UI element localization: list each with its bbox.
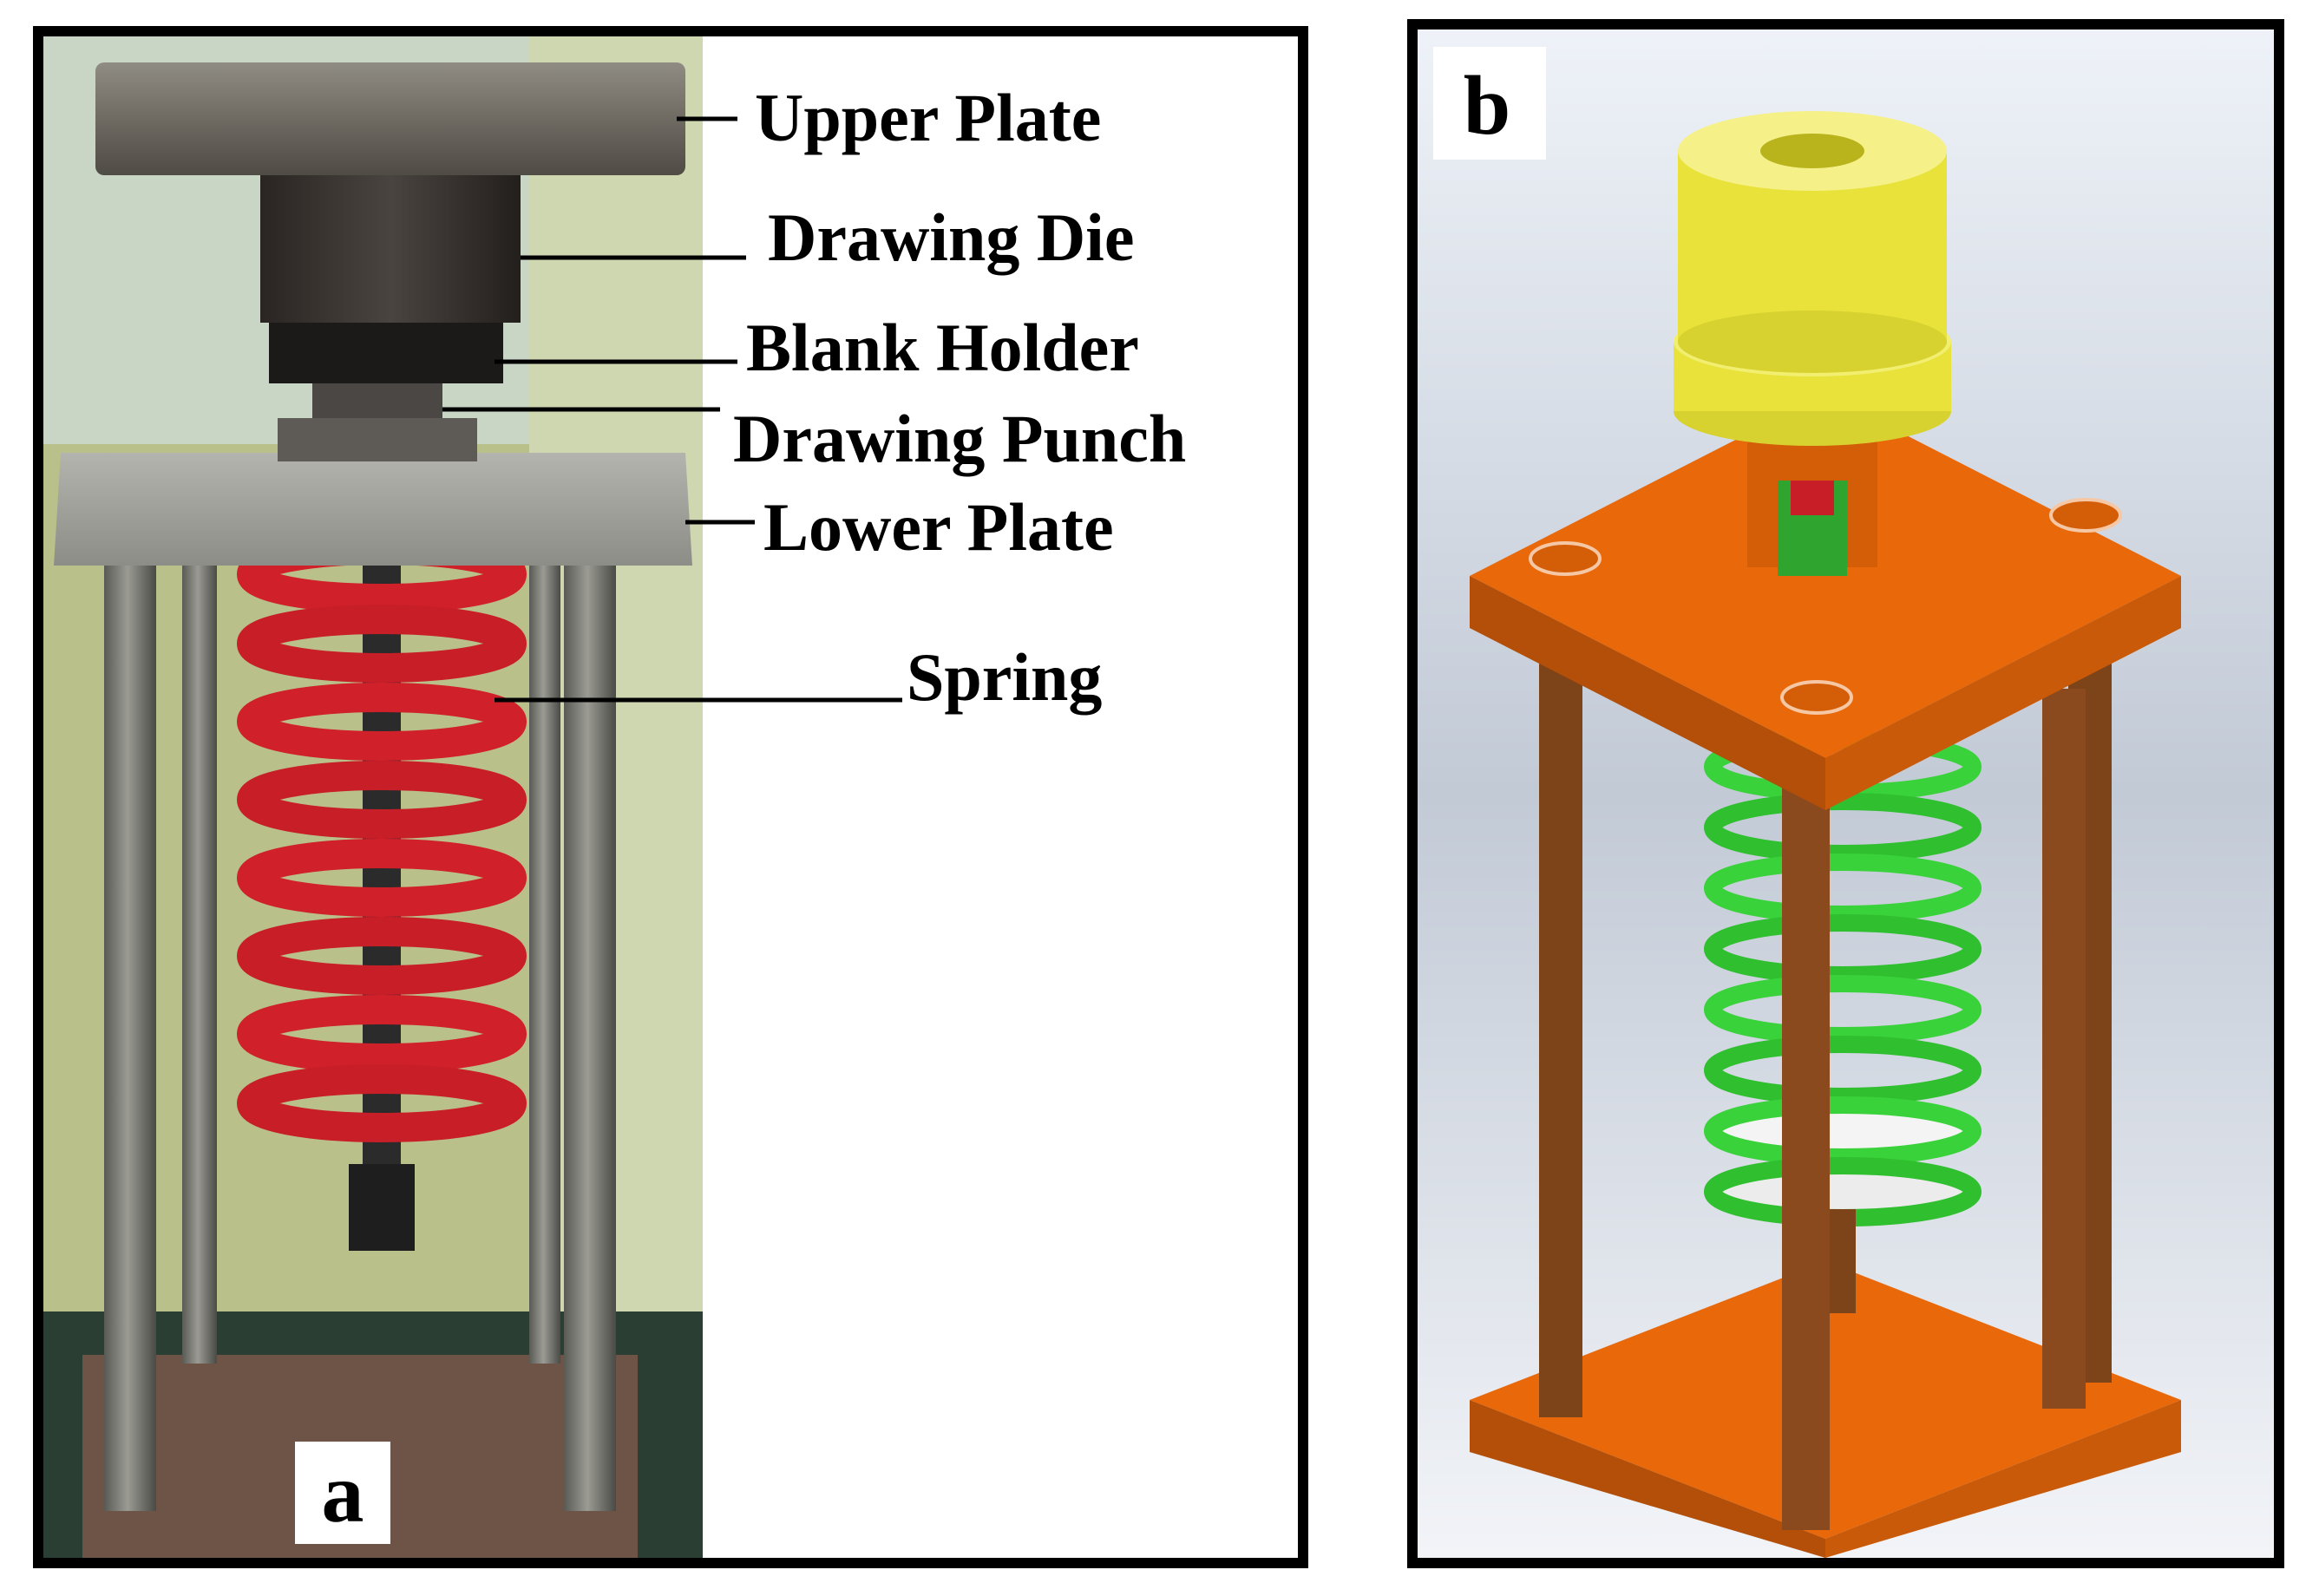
photo-lower-plate [54, 453, 692, 566]
cad-bottom-plate-side [1470, 1400, 1825, 1558]
panel-a-photo: Upper Plate Drawing Die Blank Holder Dra… [33, 26, 1308, 1568]
label-lower-plate: Lower Plate [763, 489, 1114, 565]
leader-lines [442, 116, 902, 703]
panel-b-cad: b [1407, 19, 2284, 1568]
guide-rod-left [104, 557, 156, 1511]
cad-hole-front [1780, 680, 1853, 715]
guide-rod-right [564, 557, 616, 1511]
panel-b-drawing: b [1418, 29, 2274, 1558]
label-drawing-die: Drawing Die [768, 200, 1134, 275]
guide-rod-right-back [529, 557, 560, 1364]
cad-top-plate-side [1470, 576, 1825, 810]
panel-b-tag-box [1433, 47, 1546, 160]
cad-hole-right [2049, 498, 2122, 533]
cad-die-bottom [1678, 311, 1947, 373]
label-spring: Spring [907, 639, 1102, 715]
cad-spring [1704, 732, 1982, 1226]
label-blank-holder: Blank Holder [746, 310, 1139, 385]
cad-rod-back-left [1539, 637, 1582, 1417]
cad-top-plate-side-right [1825, 576, 2181, 810]
label-drawing-punch: Drawing Punch [733, 401, 1186, 476]
cad-punch-ring [1791, 481, 1834, 515]
panel-a-drawing: Upper Plate Drawing Die Blank Holder Dra… [43, 36, 1186, 1558]
cad-central-bolt [1830, 1209, 1856, 1313]
label-upper-plate: Upper Plate [755, 80, 1101, 155]
cad-rod-front-left [1782, 749, 1830, 1530]
photo-punch-base [278, 418, 477, 461]
panel-a-tag: a [322, 1447, 364, 1540]
cad-die-hole [1760, 134, 1864, 168]
panel-a-tag-box [295, 1442, 390, 1544]
cad-hole-left [1529, 541, 1602, 576]
photo-drawing-die [260, 167, 521, 323]
bolt-nut [349, 1164, 415, 1251]
guide-rod-left-back [182, 557, 217, 1364]
photo-upper-plate [95, 62, 685, 175]
panel-b-tag: b [1464, 59, 1511, 153]
photo-blank-holder [269, 314, 503, 383]
cad-bottom-plate-side-right [1825, 1400, 2181, 1558]
cad-rod-front-right [2042, 689, 2086, 1409]
